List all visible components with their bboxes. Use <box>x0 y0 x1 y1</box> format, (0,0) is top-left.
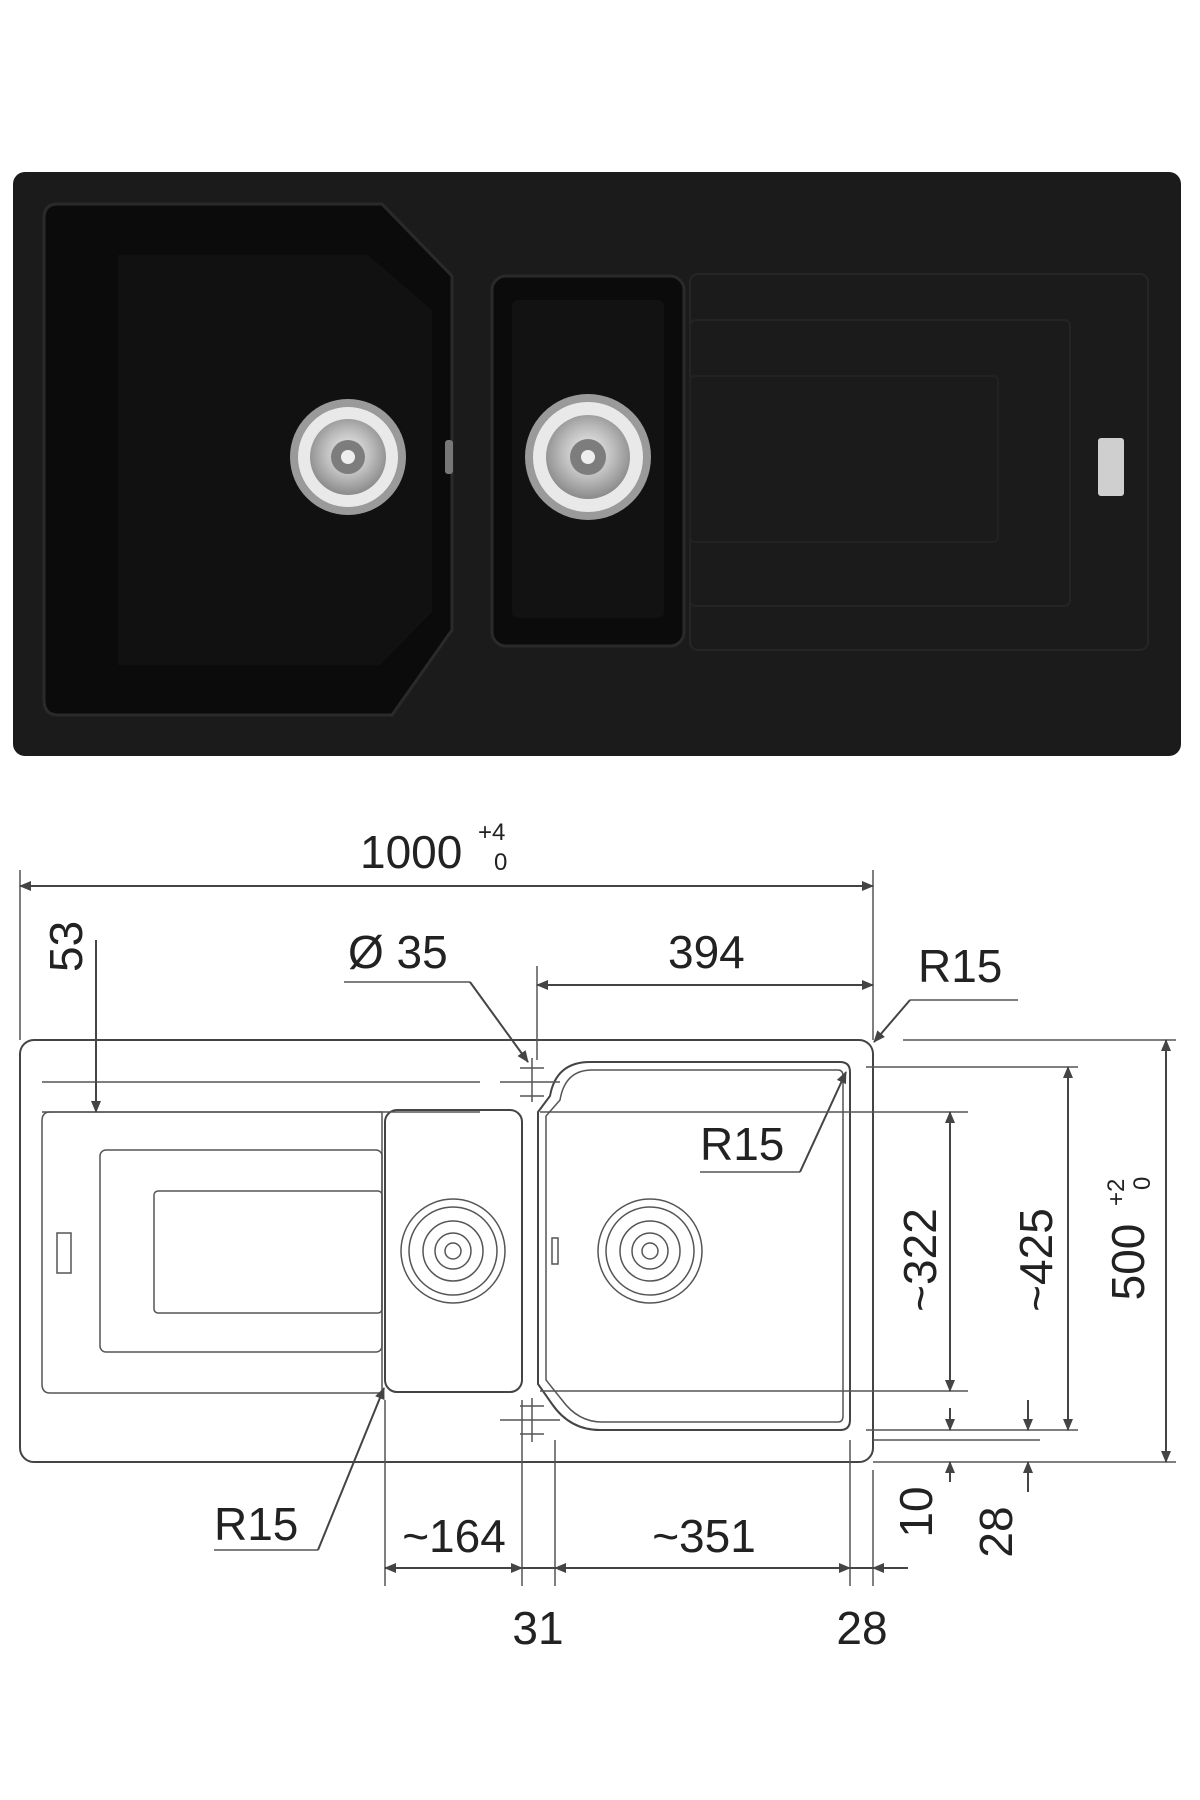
radius-bowl-label: R15 <box>700 1118 784 1170</box>
overall-depth-tol-upper: +2 <box>1103 1179 1130 1206</box>
main-bowl-floor <box>118 255 432 665</box>
prep-width-label: ~164 <box>402 1510 506 1562</box>
bottom-28-label: 28 <box>970 1506 1022 1557</box>
tap-hole-label: Ø 35 <box>348 926 448 978</box>
overall-width-label: 1000 <box>360 826 462 878</box>
prep-bowl-strainer-icon <box>525 394 651 520</box>
drainer-step-outline <box>99 1149 383 1353</box>
bowl-depth-label: ~322 <box>894 1208 946 1312</box>
main-strainer-icon <box>597 1198 703 1304</box>
tap-hole-top-icon <box>500 1058 560 1102</box>
prep-bowl-outline <box>384 1109 523 1393</box>
drainer-offset-label: 53 <box>40 921 92 972</box>
tap-hole-leader <box>469 981 529 1063</box>
radius-bowl-leader <box>799 1071 847 1173</box>
sink-outline <box>19 1039 874 1463</box>
overall-width-tol-lower: 0 <box>494 849 507 876</box>
prep-strainer-icon <box>400 1198 506 1304</box>
main-bowl-outline <box>537 1061 851 1431</box>
radius-prep-leader <box>317 1387 385 1551</box>
bowl-block-width-label: 394 <box>668 926 745 978</box>
overflow-icon <box>445 440 453 474</box>
drainer-outline <box>41 1111 383 1394</box>
radius-prep-label: R15 <box>214 1498 298 1550</box>
drainer-inner <box>689 375 999 543</box>
bottom-10-label: 10 <box>890 1486 942 1537</box>
between-bowls-label: 31 <box>512 1602 563 1654</box>
technical-drawing: 1000 +4 0 Ø 35 394 R15 R15 R15 53 ~322 ~… <box>19 819 1176 1654</box>
overall-width-tol-upper: +4 <box>478 819 505 846</box>
bowl-overflow-icon <box>551 1237 559 1265</box>
sink-photo <box>13 172 1181 756</box>
main-bowl-strainer-icon <box>290 399 406 515</box>
brand-plate-icon <box>1098 438 1124 496</box>
radius-outer-label: R15 <box>918 940 1002 992</box>
drainer-panel-outline <box>153 1190 383 1314</box>
bowl-outer-depth-label: ~425 <box>1010 1208 1062 1312</box>
overflow-slot-icon <box>56 1232 72 1274</box>
overall-depth-tol-lower: 0 <box>1129 1177 1156 1190</box>
right-edge-label: 28 <box>836 1602 887 1654</box>
tap-hole-bottom-icon <box>500 1398 560 1442</box>
main-bowl-inner <box>545 1069 844 1423</box>
overall-depth-label: 500 <box>1102 1224 1154 1301</box>
main-width-label: ~351 <box>652 1510 756 1562</box>
radius-outer-leader <box>873 999 911 1043</box>
